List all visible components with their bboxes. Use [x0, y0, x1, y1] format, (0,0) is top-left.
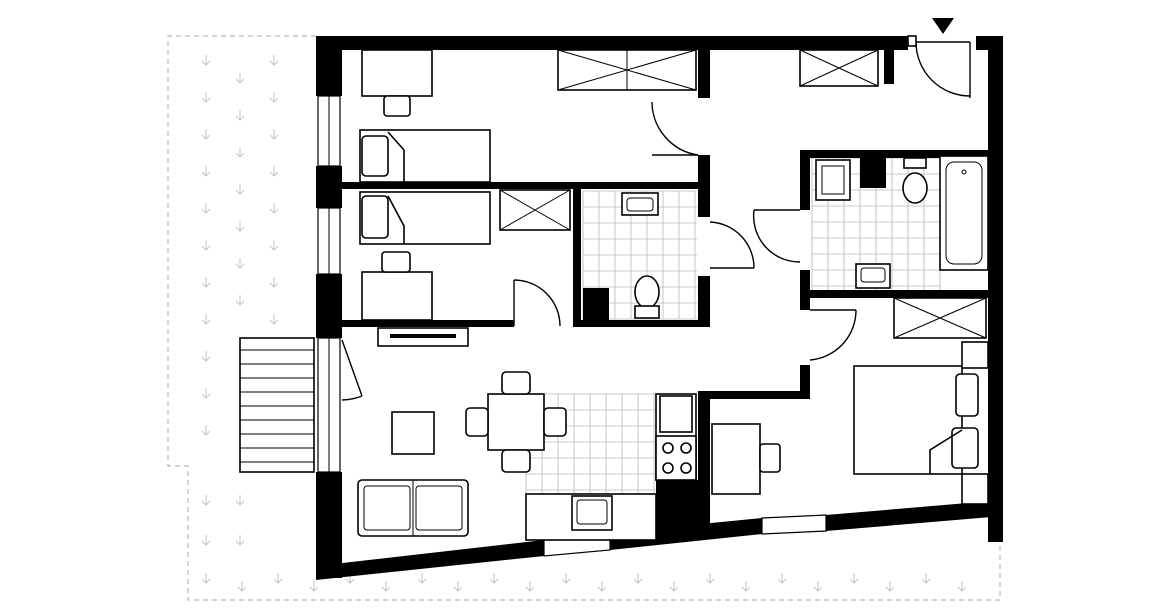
down-arrow-icon — [813, 581, 823, 592]
down-arrow-icon — [269, 203, 279, 214]
down-arrow-icon — [235, 535, 245, 546]
down-arrow-icon — [201, 314, 211, 325]
desk — [711, 423, 761, 495]
down-arrow-icon — [201, 573, 211, 584]
chair — [465, 407, 489, 437]
terrace — [167, 35, 1001, 601]
chair — [381, 251, 411, 273]
main-bathroom-fixtures — [815, 155, 989, 289]
pillow — [955, 373, 979, 417]
terrace-arrows — [201, 55, 967, 592]
living-room-furniture — [357, 327, 697, 541]
coffee-table — [391, 411, 435, 455]
bedroom-2-furniture — [359, 189, 571, 321]
window — [761, 514, 827, 535]
down-arrow-icon — [235, 495, 245, 506]
down-arrow-icon — [201, 495, 211, 506]
down-arrow-icon — [235, 258, 245, 269]
down-arrow-icon — [235, 221, 245, 232]
down-arrow-icon — [525, 581, 535, 592]
toilet-icon — [634, 275, 660, 309]
down-arrow-icon — [309, 581, 319, 592]
down-arrow-icon — [201, 203, 211, 214]
down-arrow-icon — [201, 166, 211, 177]
down-arrow-icon — [269, 129, 279, 140]
down-arrow-icon — [269, 314, 279, 325]
down-arrow-icon — [273, 573, 283, 584]
chair — [501, 371, 531, 395]
bedroom-3-furniture — [711, 297, 989, 505]
down-arrow-icon — [561, 573, 571, 584]
pillow — [951, 427, 979, 469]
down-arrow-icon — [235, 110, 245, 121]
down-arrow-icon — [453, 581, 463, 592]
down-arrow-icon — [269, 277, 279, 288]
down-arrow-icon — [921, 573, 931, 584]
bathtub — [939, 155, 989, 271]
desk — [361, 49, 433, 97]
down-arrow-icon — [269, 92, 279, 103]
stove-icon — [655, 435, 697, 481]
down-arrow-icon — [201, 129, 211, 140]
chair — [383, 95, 411, 117]
doors — [341, 35, 971, 401]
down-arrow-icon — [269, 166, 279, 177]
exterior-stairs — [239, 337, 315, 473]
dining-table — [487, 393, 545, 451]
down-arrow-icon — [417, 573, 427, 584]
down-arrow-icon — [201, 351, 211, 362]
chair — [543, 407, 567, 437]
down-arrow-icon — [777, 573, 787, 584]
down-arrow-icon — [235, 73, 245, 84]
down-arrow-icon — [201, 388, 211, 399]
down-arrow-icon — [237, 581, 247, 592]
down-arrow-icon — [741, 581, 751, 592]
nightstand — [961, 341, 989, 369]
down-arrow-icon — [201, 425, 211, 436]
toilet-icon — [902, 172, 928, 204]
down-arrow-icon — [269, 55, 279, 66]
down-arrow-icon — [885, 581, 895, 592]
down-arrow-icon — [235, 147, 245, 158]
double-bed — [853, 365, 963, 475]
pillow — [361, 135, 389, 177]
down-arrow-icon — [849, 573, 859, 584]
down-arrow-icon — [633, 573, 643, 584]
terrace-boundary — [167, 35, 1001, 601]
walls — [316, 36, 1003, 580]
down-arrow-icon — [381, 581, 391, 592]
down-arrow-icon — [705, 573, 715, 584]
entrance-marker-icon — [932, 18, 954, 34]
small-bathroom-fixtures — [621, 192, 660, 319]
down-arrow-icon — [269, 240, 279, 251]
down-arrow-icon — [235, 295, 245, 306]
fridge — [659, 395, 693, 433]
down-arrow-icon — [201, 240, 211, 251]
chair — [501, 449, 531, 473]
desk — [361, 271, 433, 321]
down-arrow-icon — [201, 277, 211, 288]
hall-wardrobe — [799, 49, 879, 87]
pillow — [361, 195, 389, 239]
down-arrow-icon — [201, 535, 211, 546]
nightstand — [961, 473, 989, 505]
down-arrow-icon — [957, 581, 967, 592]
chair — [759, 443, 781, 473]
down-arrow-icon — [235, 184, 245, 195]
down-arrow-icon — [669, 581, 679, 592]
down-arrow-icon — [597, 581, 607, 592]
down-arrow-icon — [201, 92, 211, 103]
down-arrow-icon — [201, 55, 211, 66]
down-arrow-icon — [489, 573, 499, 584]
bedroom-1-furniture — [359, 49, 697, 183]
